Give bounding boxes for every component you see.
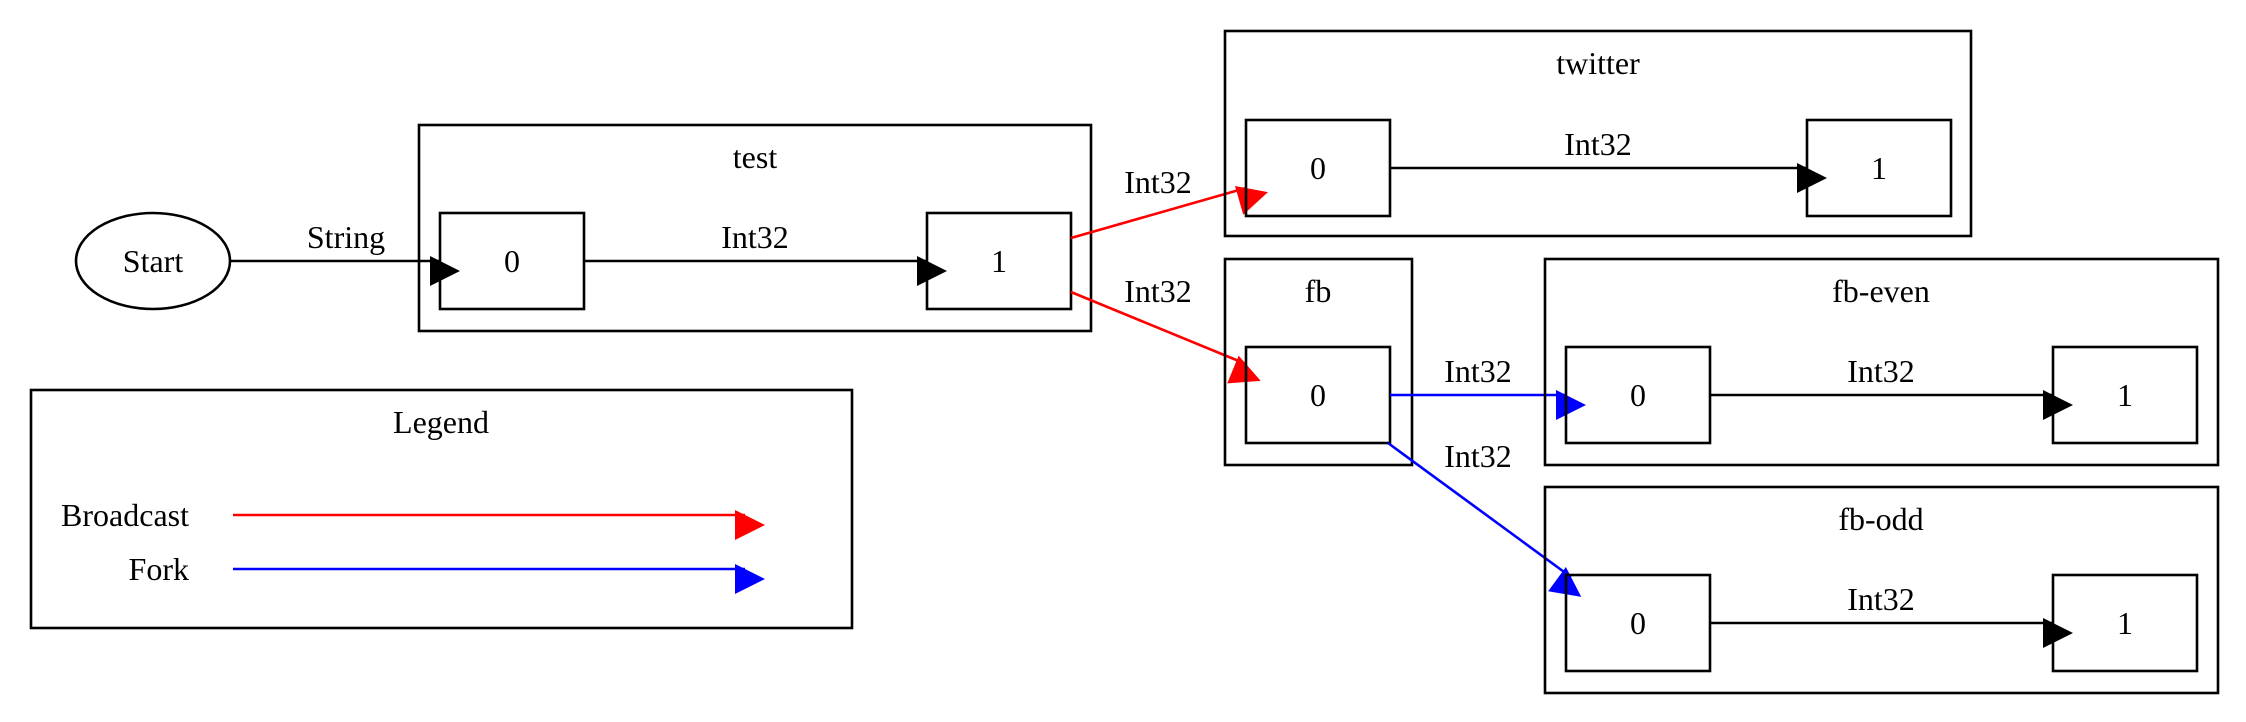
cluster-fb-even-title: fb-even [1832, 273, 1930, 309]
fb-even-node-0-label: 0 [1630, 377, 1646, 413]
edge-fb-to-fb-odd: Int32 [1387, 438, 1582, 597]
edge-start-to-test: String [230, 219, 460, 286]
cluster-fb-odd-title: fb-odd [1838, 501, 1923, 537]
cluster-fb: fb 0 [1223, 257, 1414, 467]
cluster-fb-odd: fb-odd 0 1 Int32 [1543, 485, 2220, 695]
edge-test-to-fb-label: Int32 [1124, 273, 1192, 309]
edge-test-to-fb: Int32 [1070, 273, 1261, 384]
start-node-label: Start [123, 243, 184, 279]
edge-fb-to-fb-even: Int32 [1390, 353, 1586, 420]
cluster-fb-even: fb-even 0 1 Int32 [1543, 257, 2220, 467]
edge-test-to-fb-line [1070, 290, 1261, 384]
edge-test-to-twitter: Int32 [1070, 164, 1268, 240]
cluster-test: test 0 1 Int32 [417, 123, 1093, 333]
test-node-0-label: 0 [504, 243, 520, 279]
edge-fb-to-fb-odd-line [1387, 441, 1582, 597]
cluster-test-title: test [733, 139, 778, 175]
edge-test-to-twitter-label: Int32 [1124, 164, 1192, 200]
test-edge-label: Int32 [721, 219, 789, 255]
edge-start-to-test-label: String [307, 219, 385, 255]
test-node-1-label: 1 [991, 243, 1007, 279]
legend-item-broadcast-label: Broadcast [61, 497, 189, 533]
edge-fb-to-fb-odd-label: Int32 [1444, 438, 1512, 474]
fb-node-0-label: 0 [1310, 377, 1326, 413]
cluster-twitter: twitter 0 1 Int32 [1223, 29, 1973, 238]
fb-odd-edge-label: Int32 [1847, 581, 1915, 617]
edge-test-to-twitter-line [1070, 185, 1268, 240]
start-node: Start [74, 211, 232, 311]
legend-box [29, 388, 854, 630]
legend-title: Legend [393, 404, 489, 440]
fb-even-edge-label: Int32 [1847, 353, 1915, 389]
fb-odd-node-0-label: 0 [1630, 605, 1646, 641]
cluster-twitter-title: twitter [1556, 45, 1640, 81]
twitter-node-0-label: 0 [1310, 150, 1326, 186]
twitter-edge-label: Int32 [1564, 126, 1632, 162]
twitter-node-1-label: 1 [1871, 150, 1887, 186]
cluster-fb-title: fb [1305, 273, 1332, 309]
legend: Legend Broadcast Fork [29, 388, 854, 630]
fb-even-node-1-label: 1 [2117, 377, 2133, 413]
legend-item-fork-label: Fork [129, 551, 189, 587]
fb-odd-node-1-label: 1 [2117, 605, 2133, 641]
edge-fb-to-fb-even-label: Int32 [1444, 353, 1512, 389]
